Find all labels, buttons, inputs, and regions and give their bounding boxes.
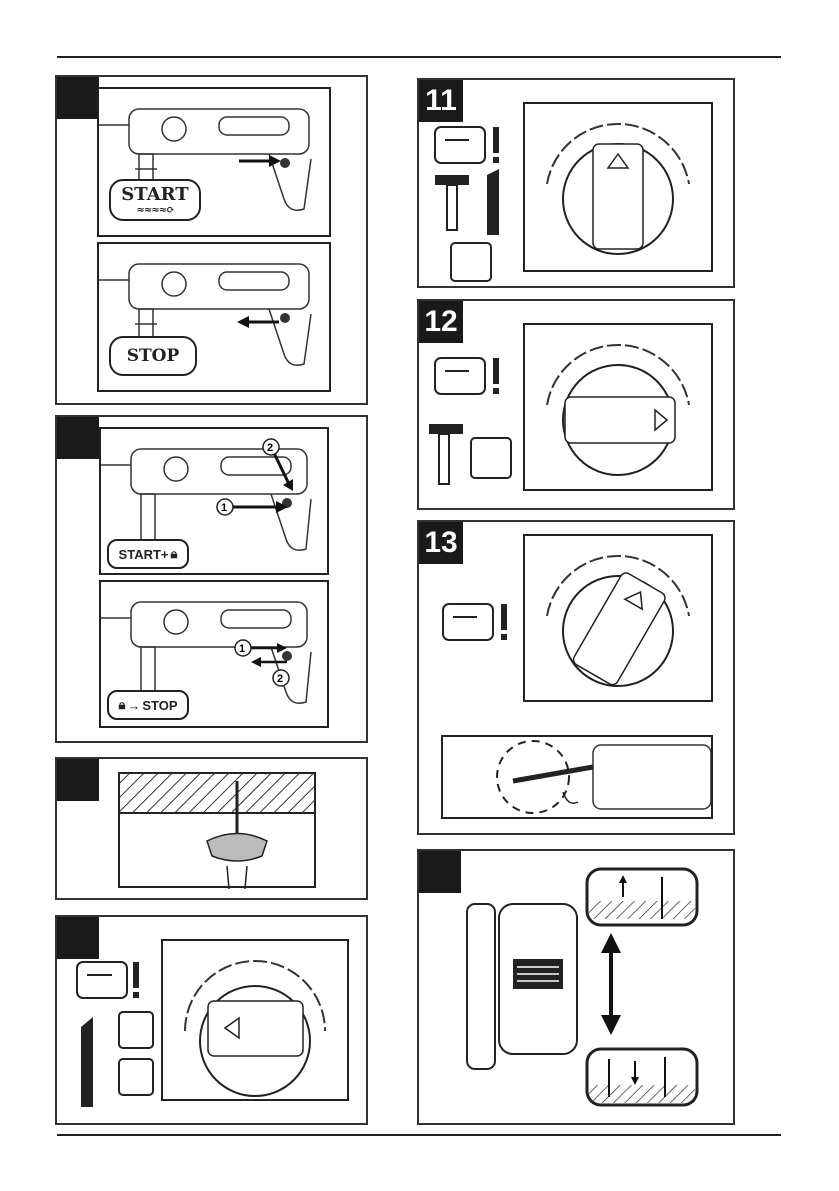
- figure-start-stop: START ≈≈≈≈⟳ STOP: [55, 75, 368, 405]
- figure-number: [57, 917, 99, 959]
- masonry-icon: [471, 438, 511, 478]
- figure-number: 11: [419, 80, 463, 122]
- start-lock-badge: START+ 🔒︎: [107, 539, 189, 569]
- ceiling-dust-cup-illustration: [117, 771, 317, 889]
- steel-icon: [119, 1012, 153, 1048]
- warning-icon: [133, 962, 139, 988]
- start-lock-label: START+: [119, 547, 169, 562]
- unplug-icon: [435, 127, 485, 163]
- icon-column: [67, 957, 157, 1137]
- hammer-icon: [435, 175, 469, 185]
- mode-dial: [525, 536, 711, 700]
- hammer-icon: [429, 424, 463, 434]
- wood-icon: [119, 1059, 153, 1095]
- lock-icon: 🔒︎: [171, 546, 178, 562]
- warning-icon: [501, 604, 507, 630]
- step-1-label: 1: [221, 502, 227, 514]
- figure-lock: 1 2 START+ 🔒︎ 1 2: [55, 415, 368, 743]
- step-2-label: 2: [277, 673, 283, 685]
- start-label: START: [121, 184, 188, 205]
- figure-number: 12: [419, 301, 463, 343]
- arrow-icon: →: [127, 698, 140, 713]
- lock-stop-subpanel: 1 2 🔒︎ → STOP: [99, 580, 329, 728]
- dial-frame: [523, 323, 713, 491]
- mode-dial: [525, 104, 711, 270]
- footer-rule: [57, 1134, 781, 1136]
- dial-frame: [523, 102, 713, 272]
- figure-number: [57, 417, 99, 459]
- figure-dust-cup: [55, 757, 368, 900]
- masonry-icon: [451, 243, 491, 281]
- warning-icon: [493, 358, 499, 384]
- lock-icon: 🔒︎: [118, 697, 125, 713]
- figure-13: 13: [417, 520, 735, 835]
- dial-frame: [523, 534, 713, 702]
- chisel-illustration: [443, 737, 711, 817]
- figure-11: 11: [417, 78, 735, 288]
- icon-row: [441, 602, 531, 662]
- start-badge: START ≈≈≈≈⟳: [109, 179, 201, 221]
- header-rule: [57, 56, 781, 58]
- drill-bit-icon: ≈≈≈≈⟳: [137, 205, 174, 216]
- step-2-label: 2: [267, 442, 273, 454]
- depth-stop-illustration: [427, 859, 727, 1115]
- figure-drill-mode: [55, 915, 368, 1125]
- unplug-icon: [435, 358, 485, 394]
- lock-stop-badge: 🔒︎ → STOP: [107, 690, 189, 720]
- mode-dial: [163, 941, 347, 1099]
- step-1-label: 1: [239, 643, 245, 655]
- stop-badge: STOP: [109, 336, 197, 376]
- start-subpanel: START ≈≈≈≈⟳: [97, 87, 331, 237]
- dial-frame: [161, 939, 349, 1101]
- start-lock-subpanel: 1 2 START+ 🔒︎: [99, 427, 329, 575]
- mode-dial: [525, 325, 711, 489]
- drill-bit-icon: [487, 169, 499, 235]
- icon-column: [429, 125, 519, 305]
- chisel-rotation-subpanel: [441, 735, 713, 819]
- icon-column: [429, 356, 529, 536]
- unplug-icon: [443, 604, 493, 640]
- stop-subpanel: STOP: [97, 242, 331, 392]
- figure-12: 12: [417, 299, 735, 510]
- lock-stop-label: STOP: [142, 698, 177, 713]
- drill-bit-icon: [81, 1017, 93, 1107]
- figure-number: 13: [419, 522, 463, 564]
- figure-number: [57, 759, 99, 801]
- unplug-icon: [77, 962, 127, 998]
- warning-icon: [493, 127, 499, 153]
- figure-depth-stop: [417, 849, 735, 1125]
- figure-number: [57, 77, 99, 119]
- stop-label: STOP: [127, 346, 180, 366]
